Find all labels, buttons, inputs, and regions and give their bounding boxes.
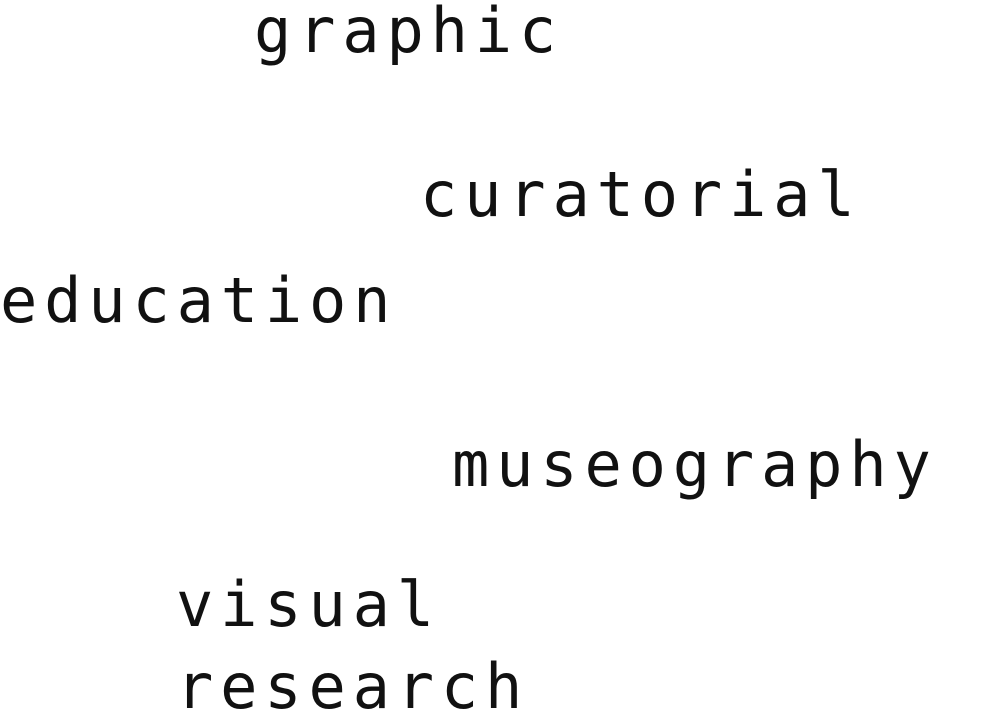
word-curatorial: curatorial [420,158,862,231]
word-graphic: graphic [254,0,564,67]
word-research: research [176,650,530,723]
word-museography: museography [452,428,938,501]
word-visual: visual [176,568,441,641]
word-education: education [0,264,398,337]
